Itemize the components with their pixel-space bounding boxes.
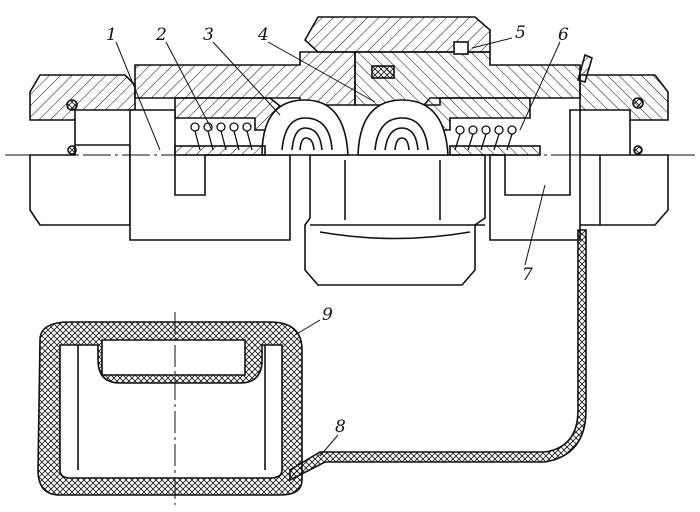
central-hex-nut — [304, 154, 486, 286]
left-o-ring-bottom — [67, 145, 77, 155]
callout-1: 1 — [106, 25, 117, 45]
right-o-ring-top — [632, 97, 644, 109]
callout-5: 5 — [515, 23, 526, 43]
cap-cavity — [59, 344, 283, 479]
left-spring — [190, 122, 253, 151]
right-spring — [454, 125, 517, 151]
left-nut-top — [29, 74, 136, 121]
cap-inner-lip — [101, 339, 246, 376]
left-nut — [29, 144, 131, 226]
callout-6: 6 — [558, 25, 569, 45]
callout-4: 4 — [257, 25, 269, 45]
callout-9: 9 — [322, 305, 333, 325]
key-block — [453, 41, 469, 55]
left-o-ring-top — [66, 99, 78, 111]
seal-block — [371, 65, 395, 79]
callout-2: 2 — [155, 25, 167, 45]
leader-lines — [115, 37, 561, 457]
right-pin — [577, 53, 593, 83]
right-nut — [574, 154, 669, 226]
callout-3: 3 — [203, 25, 214, 45]
right-sleeve — [489, 109, 581, 241]
callout-7: 7 — [522, 265, 533, 285]
right-nut-top — [579, 74, 669, 121]
main-body-left — [134, 51, 356, 106]
callout-8: 8 — [335, 417, 346, 437]
right-o-ring-bottom — [633, 145, 643, 155]
